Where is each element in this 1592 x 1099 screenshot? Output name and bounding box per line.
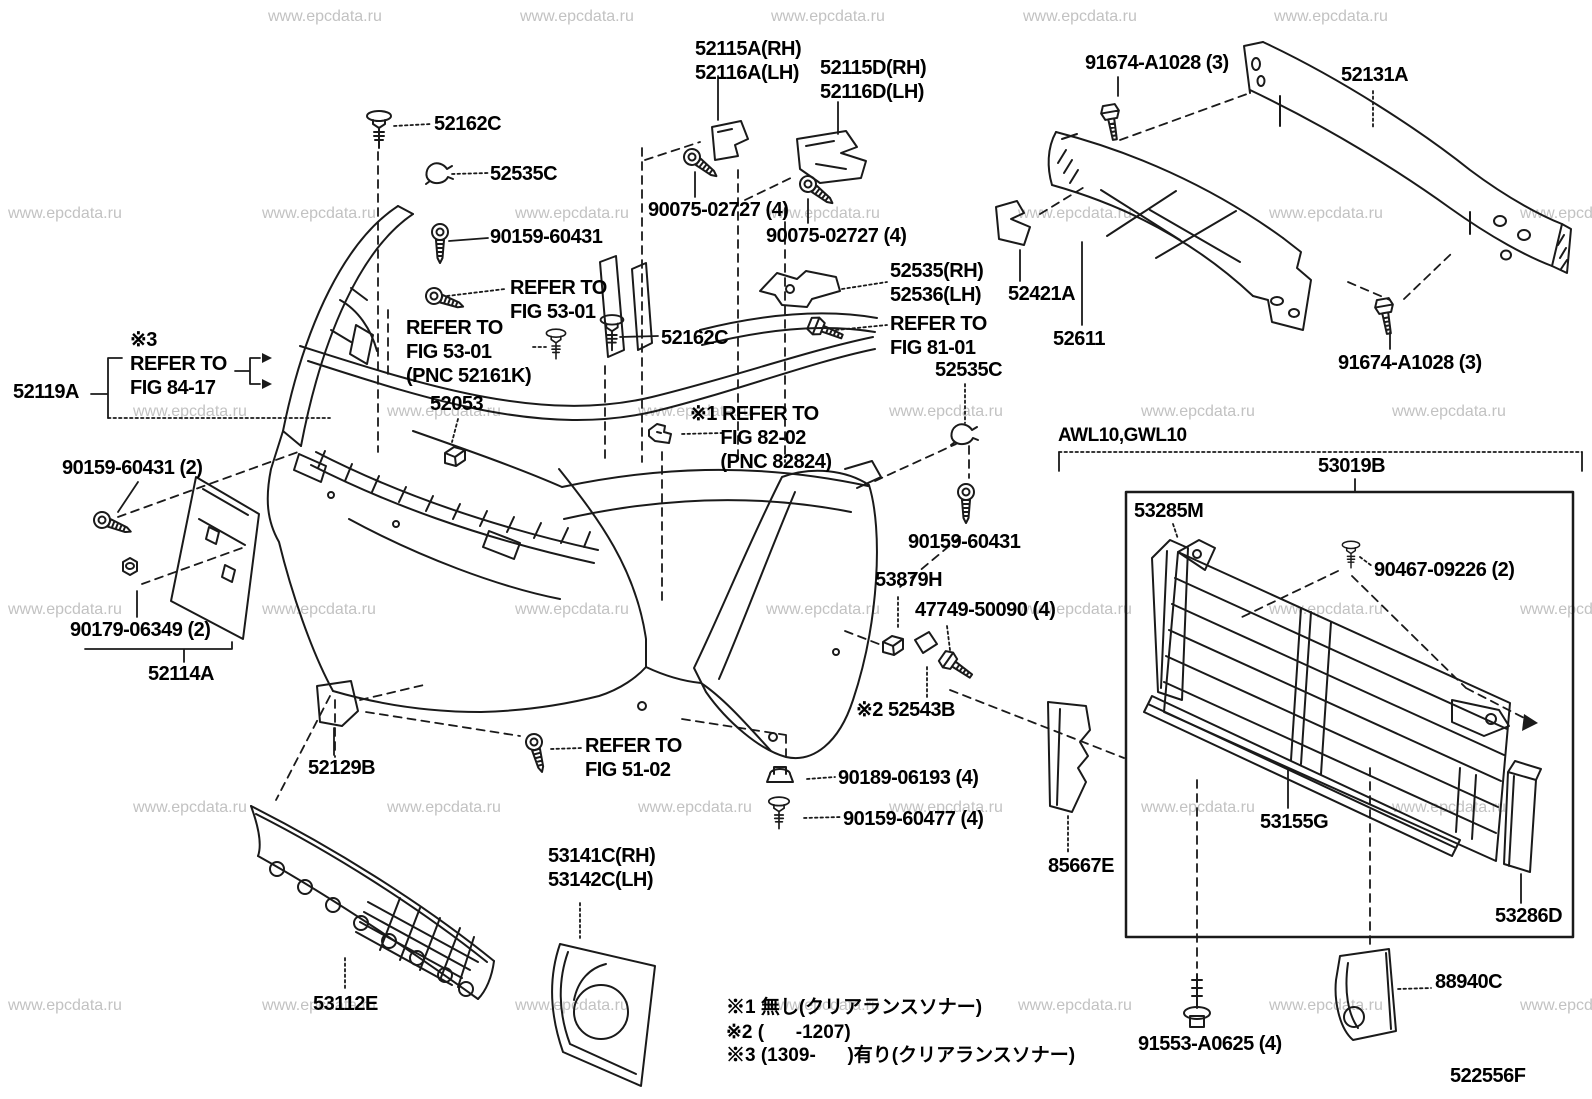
part-label-52162c-2: 52162C xyxy=(661,327,729,349)
part-label-52115d: 52115D(RH) 52116D(LH) xyxy=(820,57,927,103)
dash-arrowhead xyxy=(1522,714,1538,731)
leader-lines xyxy=(84,75,1583,992)
part-label-88940c: 88940C xyxy=(1435,971,1503,993)
part-label-53141c: 53141C(RH) 53142C(LH) xyxy=(548,845,656,891)
license-plate-bracket-drawing xyxy=(170,476,260,640)
part-label-note-3: ※3 (1309- )有り(クリアランスソナー) xyxy=(726,1045,1076,1066)
part-label-91553-a0625: 91553-A0625 (4) xyxy=(1138,1033,1282,1055)
part-label-53155g: 53155G xyxy=(1260,811,1329,833)
part-label-90159-60477: 90159-60477 (4) xyxy=(843,808,984,830)
part-label-91674-bot: 91674-A1028 (3) xyxy=(1338,352,1482,374)
part-label-fig-code: 522556F xyxy=(1450,1065,1526,1087)
part-label-47749-50090: 47749-50090 (4) xyxy=(915,599,1056,621)
part-label-85667e: 85667E xyxy=(1048,855,1114,877)
part-label-90159-60431-top: 90159-60431 xyxy=(490,226,603,248)
part-label-53879h: 53879H xyxy=(875,569,943,591)
part-label-note-2: ※2 ( -1207) xyxy=(726,1022,851,1043)
part-label-52119a: 52119A xyxy=(13,381,79,403)
part-label-52421a: 52421A xyxy=(1008,283,1076,305)
bumper-absorber-drawing xyxy=(1047,131,1312,331)
part-label-53286d: 53286D xyxy=(1495,905,1563,927)
part-label-52535c-top: 52535C xyxy=(490,163,558,185)
part-label-52611: 52611 xyxy=(1053,328,1106,350)
part-label-note-1: ※1 無し(クリアランスソナー) xyxy=(726,997,983,1018)
part-label-90159-60431-b: 90159-60431 xyxy=(908,531,1021,553)
part-label-refer-53-01-a: REFER TO FIG 53-01 xyxy=(510,277,607,323)
part-label-52053: 52053 xyxy=(430,393,484,415)
part-label-91674-top: 91674-A1028 (3) xyxy=(1085,52,1229,74)
fastener-glyphs xyxy=(90,102,1399,830)
bracket-52129b-drawing xyxy=(316,680,359,727)
part-label-refer-53-01-b: REFER TO FIG 53-01 (PNC 52161K) xyxy=(406,317,532,387)
part-label-52543b: ※2 52543B xyxy=(856,699,956,721)
fog-lamp-bezel-drawing xyxy=(551,943,656,1087)
part-label-52131a: 52131A xyxy=(1341,64,1409,86)
bumper-reinforcement-drawing xyxy=(1243,41,1572,274)
part-label-52535rh: 52535(RH) 52536(LH) xyxy=(890,260,984,306)
part-label-refer-81-01: REFER TO FIG 81-01 xyxy=(890,313,987,359)
part-label-90467-09226: 90467-09226 (2) xyxy=(1374,559,1515,581)
part-label-awl10: AWL10,GWL10 xyxy=(1058,425,1187,446)
part-label-refer-84-17: ※3 REFER TO FIG 84-17 xyxy=(130,329,227,399)
part-label-refer-51-02: REFER TO FIG 51-02 xyxy=(585,735,682,781)
part-label-53112e: 53112E xyxy=(313,993,378,1015)
part-label-52162c-top: 52162C xyxy=(434,113,502,135)
part-label-refer-82-02: ※1 REFER TO FIG 82-02 (PNC 82824) xyxy=(690,403,832,473)
part-label-52114a: 52114A xyxy=(148,663,214,685)
part-label-53019b: 53019B xyxy=(1318,455,1386,477)
bumper-side-brackets-drawing xyxy=(711,120,1031,308)
front-bumper-cover-drawing xyxy=(266,205,882,759)
part-label-52535c-2: 52535C xyxy=(935,359,1003,381)
part-label-90075-1: 90075-02727 (4) xyxy=(648,199,789,221)
part-label-90189-06193: 90189-06193 (4) xyxy=(838,767,979,789)
part-label-53285m: 53285M xyxy=(1134,500,1204,522)
part-label-52129b: 52129B xyxy=(308,757,376,779)
part-label-90159-60431-2: 90159-60431 (2) xyxy=(62,457,203,479)
construction-dashes xyxy=(117,93,1529,969)
part-label-90075-2: 90075-02727 (4) xyxy=(766,225,907,247)
lower-grille-drawing xyxy=(250,805,495,1000)
radiator-shutter-assembly-drawing xyxy=(1047,490,1575,1041)
part-label-90179-06349: 90179-06349 (2) xyxy=(70,619,211,641)
part-label-52115a: 52115A(RH) 52116A(LH) xyxy=(695,38,802,84)
